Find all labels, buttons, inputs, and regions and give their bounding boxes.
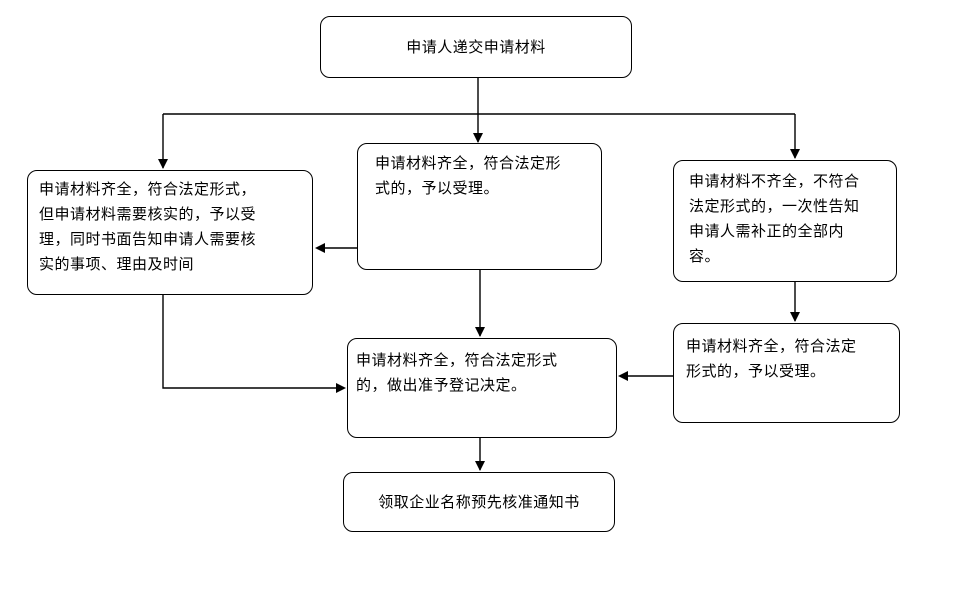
arrowhead-down-icon xyxy=(475,461,485,471)
arrowhead-down-icon xyxy=(475,327,485,337)
edge-resubmit-to-decision xyxy=(618,371,673,381)
node-resubmit-accept: 申请材料齐全，符合法定 形式的，予以受理。 xyxy=(673,323,900,423)
node-end: 领取企业名称预先核准通知书 xyxy=(343,472,615,532)
arrowhead-down-icon xyxy=(790,312,800,322)
node-start: 申请人递交申请材料 xyxy=(320,16,632,78)
edge-start-to-verify xyxy=(158,114,168,169)
node-accept-with-verification: 申请材料齐全，符合法定形式， 但申请材料需要核实的，予以受 理，同时书面告知申请… xyxy=(27,170,313,295)
edge-accept-to-decision xyxy=(475,270,485,337)
edge-start-to-incomplete xyxy=(790,114,800,159)
edge-incomplete-to-resubmit xyxy=(790,282,800,322)
edge-accept-to-verify xyxy=(315,243,357,253)
arrowhead-right-icon xyxy=(336,383,346,393)
node-accept-complete: 申请材料齐全，符合法定形 式的，予以受理。 xyxy=(357,143,602,270)
edge-start-to-accept xyxy=(473,78,483,143)
node-incomplete-notify: 申请材料不齐全，不符合 法定形式的，一次性告知 申请人需补正的全部内 容。 xyxy=(673,160,897,282)
edge-decision-to-end xyxy=(475,438,485,471)
arrowhead-down-icon xyxy=(158,159,168,169)
arrowhead-left-icon xyxy=(618,371,628,381)
arrowhead-down-icon xyxy=(473,133,483,143)
edge-verify-to-decision xyxy=(162,295,346,393)
arrowhead-down-icon xyxy=(790,149,800,159)
node-approval-decision: 申请材料齐全，符合法定形式 的，做出准予登记决定。 xyxy=(347,338,617,438)
arrowhead-left-icon xyxy=(315,243,325,253)
